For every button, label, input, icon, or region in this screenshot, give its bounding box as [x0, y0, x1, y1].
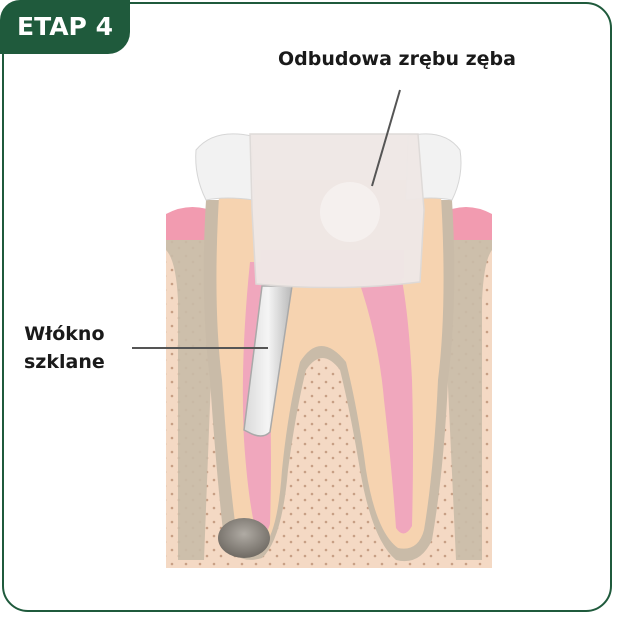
reconstruction-leader [371, 89, 401, 187]
reconstruction-shade [320, 182, 380, 242]
fiber-label: Włókno szklane [24, 320, 105, 376]
reconstruction-label: Odbudowa zrębu zęba [278, 48, 516, 70]
stage-badge: ETAP 4 [0, 0, 130, 54]
fiber-label-line1: Włókno [24, 323, 105, 345]
periapical-lesion [218, 518, 270, 558]
enamel-left [195, 133, 255, 201]
pulp-canal-right [352, 262, 413, 534]
fiber-label-line2: szklane [24, 351, 105, 373]
glass-fiber-post [243, 285, 293, 437]
